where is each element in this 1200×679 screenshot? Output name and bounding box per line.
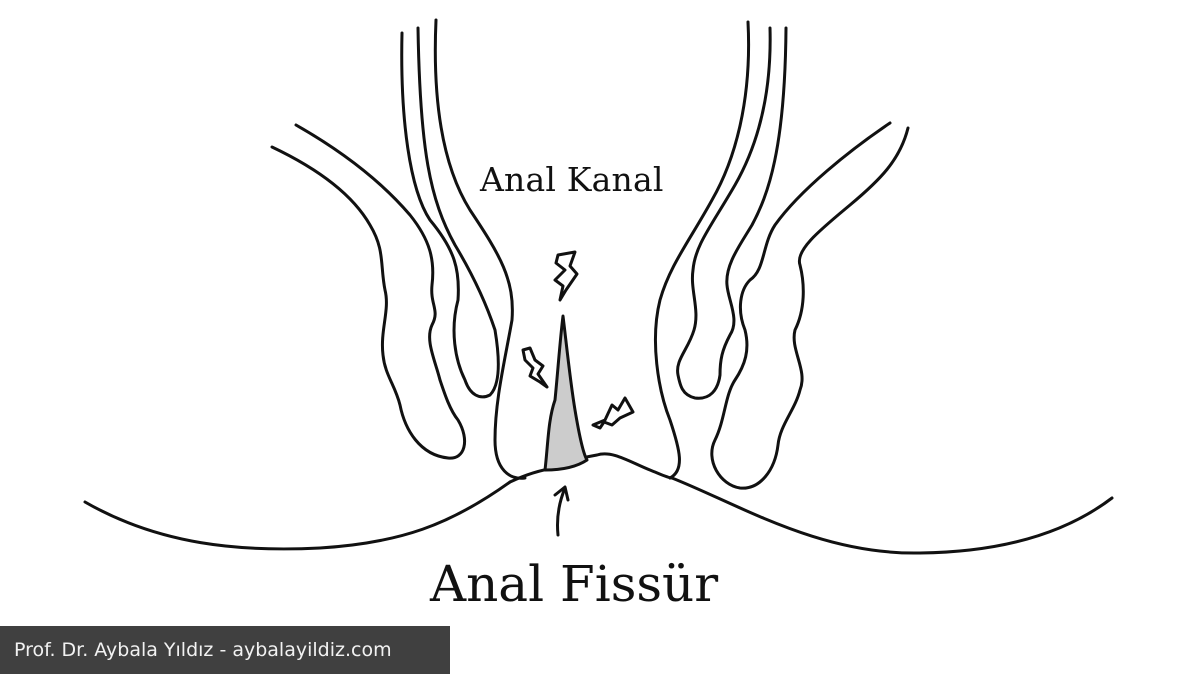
credit-banner: Prof. Dr. Aybala Yıldız - aybalayildiz.c… bbox=[0, 626, 450, 674]
pain-bolt-right bbox=[591, 396, 635, 430]
pain-bolt-top bbox=[553, 250, 579, 302]
left-canal-walls bbox=[400, 18, 527, 480]
fissure-tear bbox=[543, 314, 589, 472]
right-sphincter-muscle bbox=[710, 121, 910, 490]
pain-symbols bbox=[521, 250, 635, 430]
right-canal-walls bbox=[653, 20, 788, 480]
left-sphincter-muscle bbox=[270, 123, 467, 460]
skin-surface bbox=[83, 452, 1114, 555]
pointer-arrow-icon bbox=[553, 485, 570, 537]
anal-fissure-label: Anal Fissür bbox=[430, 555, 719, 613]
pain-bolt-left bbox=[521, 346, 549, 389]
anal-canal-label: Anal Kanal bbox=[480, 160, 664, 199]
